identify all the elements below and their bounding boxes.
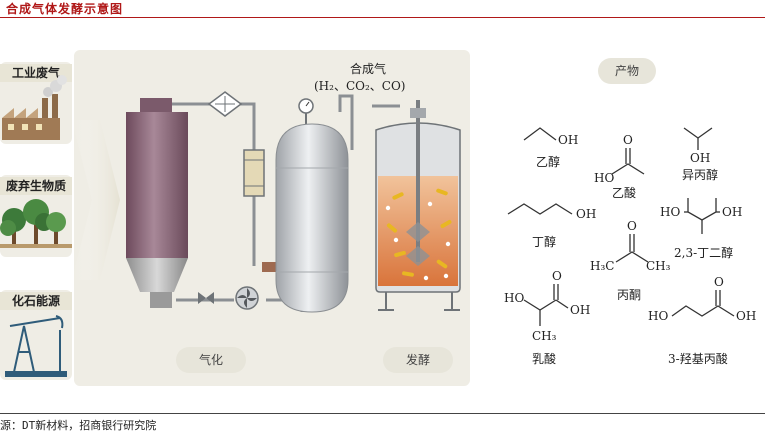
3hpa-oh: OH	[736, 309, 756, 323]
lactic-acid-ho: HO	[504, 291, 524, 305]
product-butanediol-name: 2,3-丁二醇	[674, 246, 734, 260]
figure-title: 合成气体发酵示意图	[6, 2, 124, 16]
structure-3hpa	[671, 290, 735, 317]
structure-butanol	[507, 203, 573, 215]
lactic-acid-ch3: CH₃	[532, 329, 557, 343]
tank-inlet	[262, 262, 276, 272]
ethanol-oh: OH	[558, 133, 578, 147]
3hpa-ho: HO	[648, 309, 668, 323]
heat-exchanger	[207, 91, 243, 117]
source-note: 源：DT新材料，招商银行研究院	[0, 419, 157, 432]
isopropanol-oh: OH	[690, 151, 710, 165]
structure-isopropanol	[683, 127, 713, 150]
factory-icon	[2, 75, 67, 140]
input-arrow	[72, 120, 120, 280]
oil-pump-icon	[5, 315, 67, 377]
stage-fermentation: 发酵	[383, 347, 453, 373]
butanediol-ho: HO	[660, 205, 680, 219]
structure-acetone	[615, 234, 649, 263]
butanol-oh: OH	[576, 207, 596, 221]
structure-butanediol	[684, 198, 720, 234]
product-isopropanol-name: 异丙醇	[682, 168, 719, 182]
acetone-ch3: CH₃	[646, 259, 671, 273]
acetic-acid-o: O	[623, 133, 633, 147]
products-panel	[490, 50, 765, 386]
lactic-acid-oh: OH	[570, 303, 590, 317]
filter-column	[243, 149, 265, 197]
valve-icon	[198, 292, 214, 304]
3hpa-o: O	[714, 275, 724, 289]
lactic-acid-o: O	[552, 269, 562, 283]
source-label-industrial: 工业废气	[0, 64, 72, 82]
structure-ethanol	[523, 127, 557, 141]
product-acetone-name: 丙酮	[617, 288, 642, 302]
gas-storage-tank	[275, 98, 349, 313]
products-header: 产物	[598, 58, 656, 84]
product-ethanol-name: 乙醇	[536, 155, 561, 169]
source-label-biomass: 废弃生物质	[0, 177, 72, 195]
product-butanol-name: 丁醇	[532, 235, 557, 249]
product-lactic-acid-name: 乳酸	[532, 352, 557, 366]
footer-rule	[0, 413, 765, 414]
gasifier	[126, 98, 188, 308]
acetone-o: O	[627, 219, 637, 233]
acetone-h3c: H₃C	[590, 259, 614, 273]
product-acetic-acid-name: 乙酸	[612, 186, 637, 200]
acetic-acid-ho: HO	[594, 171, 614, 185]
structure-lactic-acid	[523, 284, 569, 326]
butanediol-oh: OH	[722, 205, 742, 219]
trees-icon	[0, 199, 72, 248]
stage-gasification: 气化	[176, 347, 246, 373]
source-label-fossil: 化石能源	[0, 292, 72, 310]
syngas-label: 合成气	[350, 62, 387, 76]
fermenter	[375, 100, 461, 311]
syngas-formula: (H₂、CO₂、CO)	[314, 79, 406, 93]
compressor-fan-icon	[235, 286, 259, 310]
structure-acetic-acid	[611, 148, 645, 175]
product-3hpa-name: 3-羟基丙酸	[668, 352, 728, 366]
title-rule	[0, 17, 765, 18]
